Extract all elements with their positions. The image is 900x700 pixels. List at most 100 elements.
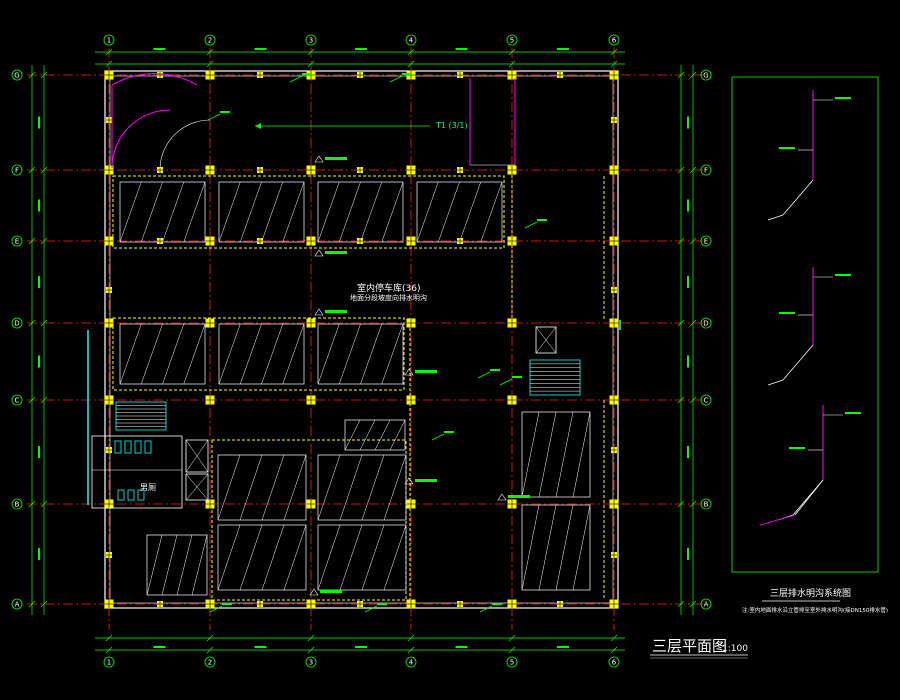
axis-grid: [27, 48, 705, 630]
dimension-text: [687, 548, 689, 560]
bay-hatch: [141, 323, 163, 385]
drain-leader: [289, 75, 303, 83]
axis-bubble: [11, 394, 23, 406]
bay-hatch: [239, 454, 263, 521]
drain-tag: [222, 603, 232, 605]
stair-core: [529, 359, 581, 396]
riser-branch: [782, 179, 814, 216]
drain-leader: [389, 75, 403, 83]
bay-hatch: [538, 504, 557, 591]
dimension-tick: [677, 71, 685, 79]
dimension-tick: [677, 319, 685, 327]
bay-hatch: [119, 323, 142, 385]
ramp-arc: [159, 119, 211, 169]
dimension-tick: [28, 500, 36, 508]
parking-bay: [344, 419, 406, 451]
dimension-text: [38, 116, 40, 129]
dimension-tick: [40, 396, 48, 404]
toilet-fixture: [117, 489, 125, 501]
dimension-text: [557, 646, 569, 648]
bay-hatch: [317, 323, 340, 385]
dimension-tick: [689, 71, 697, 79]
riser-label: [789, 447, 805, 449]
drain-leader: [477, 371, 491, 379]
dimension-tick: [307, 634, 315, 642]
drain-tag: [302, 73, 312, 75]
bay-hatch: [383, 524, 407, 591]
dimension-lines: [28, 48, 697, 654]
dimension-text: [687, 199, 689, 212]
axis-bubble: [700, 69, 712, 81]
parking-bay: [146, 534, 208, 596]
bay-hatch: [183, 181, 206, 243]
bay-hatch: [261, 524, 285, 591]
drain-tag: [490, 369, 500, 371]
bay-hatch: [381, 181, 404, 243]
dimension-tick: [28, 71, 36, 79]
bay-hatch: [283, 524, 307, 591]
parking-bay: [416, 181, 503, 243]
elevator-cross: [535, 326, 557, 354]
bay-hatch: [521, 504, 540, 591]
dimension-tick: [40, 319, 48, 327]
axis-bubble: [700, 235, 712, 247]
bay-hatch: [438, 181, 460, 243]
bay-hatch: [339, 454, 363, 521]
dimension-text: [687, 276, 689, 288]
bay-hatch: [389, 419, 406, 451]
bay-hatch: [240, 181, 262, 243]
elevator-cross: [185, 439, 209, 473]
bay-hatch: [555, 504, 574, 591]
dimension-tick: [28, 600, 36, 608]
axis-bubble-label: F: [704, 167, 708, 175]
dimension-tick: [105, 48, 113, 56]
axis-bubble-label: D: [14, 320, 19, 328]
axis-bubble: [204, 34, 216, 46]
drain-tag: [325, 157, 347, 160]
drain-tag: [415, 370, 437, 373]
axis-bubble-label: G: [14, 72, 19, 80]
dimension-tick: [40, 600, 48, 608]
door-arc: [111, 73, 198, 168]
axis-bubble-label: 2: [208, 37, 212, 45]
axis-bubble: [608, 656, 620, 668]
room-label-slope: 地面分段坡度向排水明沟: [350, 293, 427, 302]
axis-bubble-label: A: [15, 601, 20, 609]
bay-hatch: [119, 181, 142, 243]
axis-bubble-label: C: [704, 397, 709, 405]
dimension-tick: [407, 646, 415, 654]
drain-system-diagram: [650, 76, 879, 659]
parking-bay: [317, 181, 404, 243]
drain-tag: [508, 495, 530, 498]
dimension-text: [355, 646, 367, 648]
dimension-text: [153, 48, 166, 50]
bay-hatch: [261, 181, 283, 243]
axis-bubble: [405, 656, 417, 668]
drain-tag: [402, 73, 412, 75]
drain-symbol: [314, 155, 324, 163]
columns: [104, 70, 619, 609]
walls: [104, 70, 619, 609]
riser-label: [779, 312, 795, 314]
drain-leader: [479, 605, 493, 613]
parking-bay: [317, 454, 407, 521]
axis-bubble-label: 5: [510, 37, 514, 45]
dimension-tick: [407, 634, 415, 642]
axis-bubble-label: 3: [309, 37, 313, 45]
axis-bubble-label: 3: [309, 659, 313, 667]
dimension-text: [38, 355, 40, 368]
bay-hatch: [176, 534, 193, 596]
axis-bubble: [700, 498, 712, 510]
elevator-shaft: [185, 473, 209, 501]
parking-bay: [218, 323, 305, 385]
drain-leader: [207, 113, 221, 121]
bay-hatch: [146, 534, 163, 596]
drain-leader: [499, 378, 513, 386]
axis-bubble: [405, 34, 417, 46]
dimension-text: [38, 276, 40, 288]
axis-bubble-label: 4: [409, 37, 414, 45]
toilet-fixture: [127, 489, 135, 501]
axis-bubble: [11, 317, 23, 329]
dimension-tick: [206, 48, 214, 56]
parking-bay: [217, 454, 307, 521]
